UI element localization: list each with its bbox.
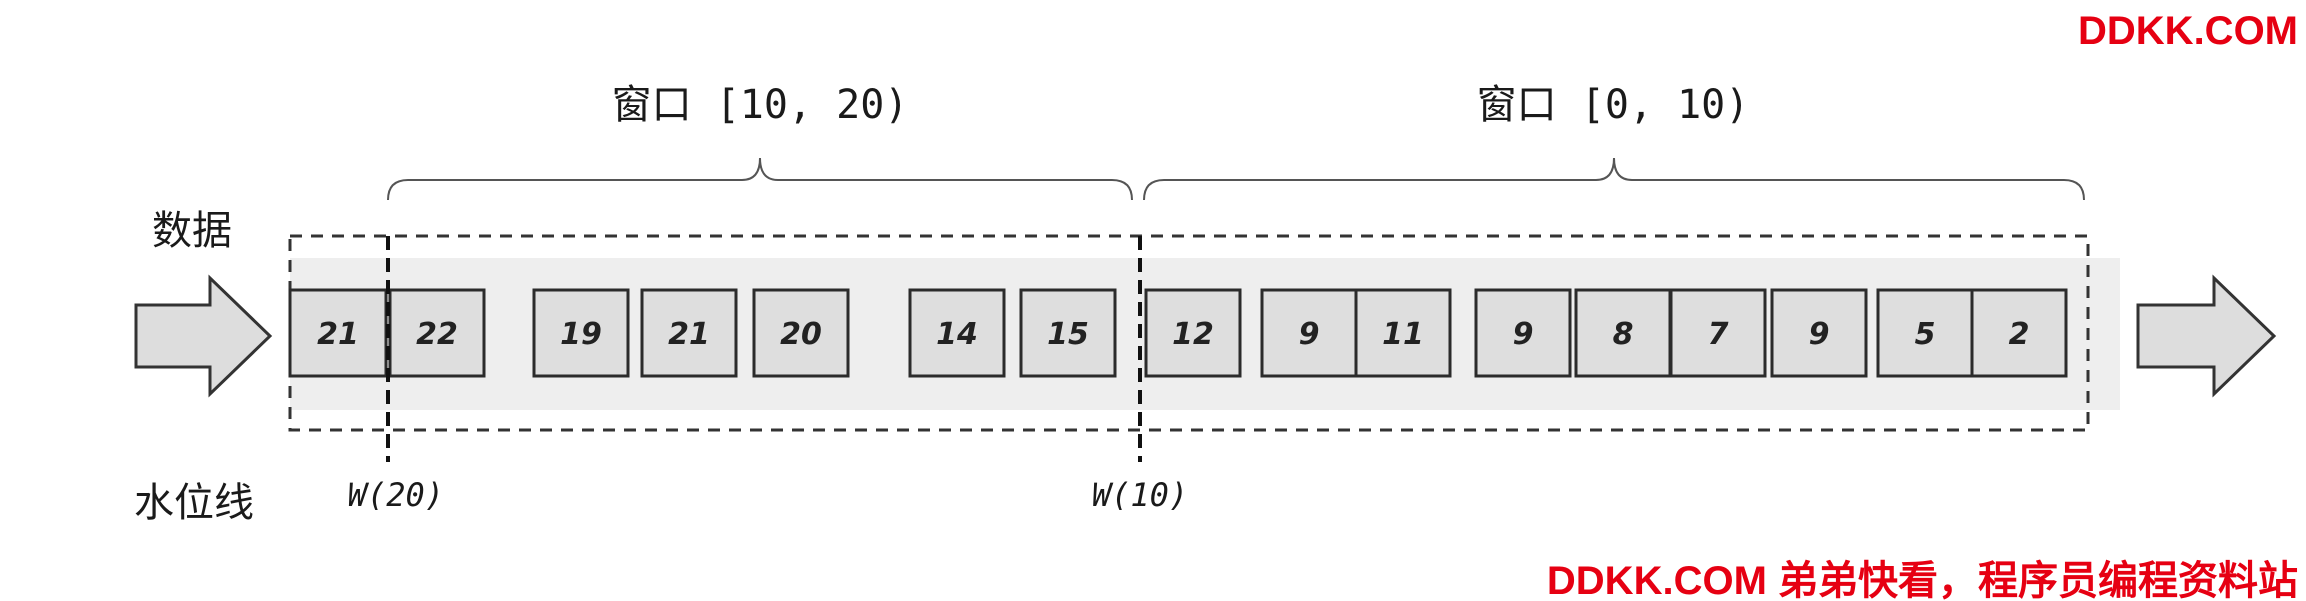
event-box-rect	[1019, 288, 1117, 378]
event-box-rect	[1669, 288, 1767, 378]
event-box-rect	[908, 288, 1006, 378]
event-value: 21	[668, 317, 710, 352]
event-stream: 21 22 19 21 20 14 15 12 9 11 9 8 7 9 5 2	[288, 288, 2068, 378]
watermark-label-w10: W(10)	[1092, 476, 1188, 514]
event-value: 2	[2009, 317, 2030, 352]
watermark-marker-w10: W(10)	[1092, 236, 1188, 514]
event-value: 9	[1809, 317, 1830, 352]
event-value: 22	[416, 317, 458, 352]
window-label-10-20: 窗口 [10, 20)	[612, 82, 909, 128]
event-box: 21	[640, 288, 738, 378]
event-box-rect	[1770, 288, 1868, 378]
event-value: 21	[317, 317, 359, 352]
event-value: 20	[780, 317, 822, 352]
event-value: 14	[936, 317, 978, 352]
window-label-0-10: 窗口 [0, 10)	[1477, 82, 1750, 128]
event-box: 7	[1669, 288, 1767, 378]
window-brace-0-10	[1143, 157, 2085, 201]
event-box: 2	[1970, 288, 2068, 378]
event-value: 19	[560, 317, 602, 352]
event-box-rect	[1260, 288, 1358, 378]
event-value: 8	[1613, 317, 1634, 352]
data-label: 数据	[152, 208, 232, 254]
brand-top-right: DDKK.COM	[2078, 9, 2298, 53]
event-box-rect	[640, 288, 738, 378]
watermark-label-w20: W(20)	[348, 476, 444, 514]
event-box-rect	[1144, 288, 1242, 378]
event-box-rect	[752, 288, 850, 378]
event-box: 9	[1474, 288, 1572, 378]
event-box: 11	[1354, 288, 1452, 378]
output-arrow-icon	[2136, 274, 2277, 398]
event-box: 22	[388, 288, 486, 378]
event-box: 12	[1144, 288, 1242, 378]
event-box: 20	[752, 288, 850, 378]
event-value: 9	[1513, 317, 1534, 352]
event-value: 5	[1915, 317, 1936, 352]
event-box: 19	[532, 288, 630, 378]
event-box: 5	[1876, 288, 1974, 378]
event-box: 9	[1770, 288, 1868, 378]
event-box-rect	[288, 288, 388, 378]
event-box-rect	[1970, 288, 2068, 378]
event-value: 12	[1172, 317, 1214, 352]
event-box-rect	[532, 288, 630, 378]
event-box-rect	[1574, 288, 1672, 378]
event-value: 7	[1708, 317, 1729, 352]
event-box: 9	[1260, 288, 1358, 378]
watermark-line-label: 水位线	[134, 480, 254, 526]
watermark-marker-w20: W(20)	[348, 236, 444, 514]
input-arrow-icon	[134, 274, 273, 398]
event-box: 15	[1019, 288, 1117, 378]
event-box-rect	[1354, 288, 1452, 378]
brand-bottom-right: DDKK.COM 弟弟快看，程序员编程资料站	[1547, 559, 2298, 601]
event-value: 15	[1047, 317, 1089, 352]
event-box: 14	[908, 288, 1006, 378]
event-box: 8	[1574, 288, 1672, 378]
event-value: 9	[1299, 317, 1320, 352]
event-value: 11	[1382, 317, 1424, 352]
event-box-rect	[1876, 288, 1974, 378]
event-box: 21	[288, 288, 388, 378]
window-brace-10-20	[387, 157, 1133, 201]
event-box-rect	[1474, 288, 1572, 378]
